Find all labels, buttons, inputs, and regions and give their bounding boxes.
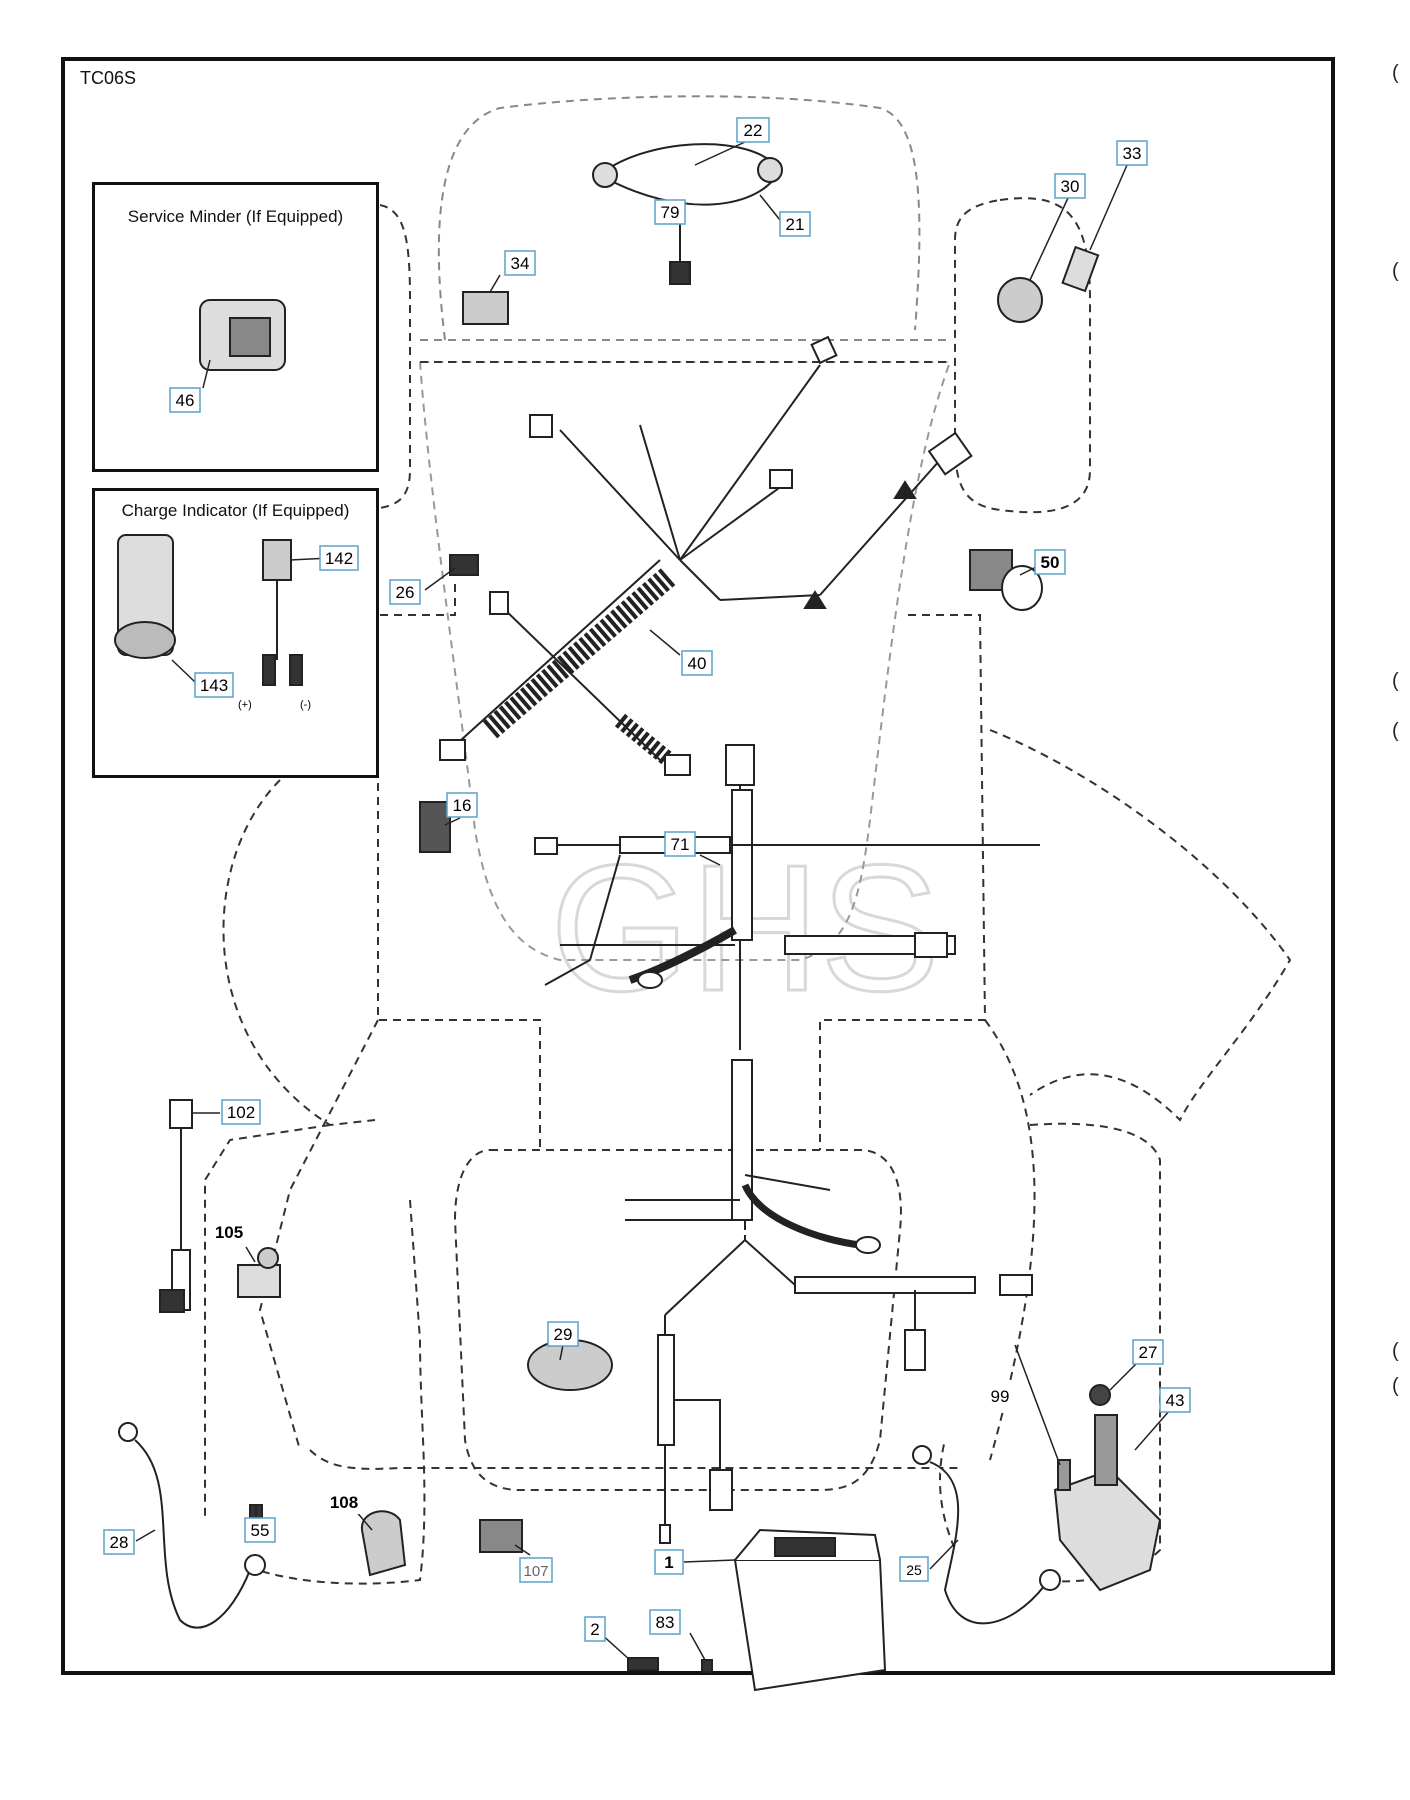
part-label-50: 50 <box>1034 549 1066 575</box>
cropped-glyph: ( <box>1392 720 1399 742</box>
part-label-26: 26 <box>389 579 421 605</box>
svg-text:27: 27 <box>1139 1343 1158 1362</box>
part-label-83: 83 <box>649 1609 681 1635</box>
part-label-46: 46 <box>169 387 201 413</box>
svg-text:1: 1 <box>664 1553 673 1572</box>
svg-text:16: 16 <box>453 796 472 815</box>
part-label-105: 105 <box>210 1220 248 1244</box>
part-label-34: 34 <box>504 250 536 276</box>
svg-text:107: 107 <box>523 1563 548 1580</box>
svg-text:71: 71 <box>671 835 690 854</box>
svg-text:105: 105 <box>215 1223 243 1242</box>
part-labels: 22 79 21 30 33 34 46 142 143 26 40 50 71… <box>103 117 1191 1642</box>
diagram-frame <box>61 57 1335 1675</box>
svg-text:26: 26 <box>396 583 415 602</box>
svg-text:25: 25 <box>906 1562 922 1578</box>
part-label-27: 27 <box>1132 1339 1164 1365</box>
part-label-99: 99 <box>985 1384 1015 1408</box>
part-label-40: 40 <box>681 650 713 676</box>
svg-text:102: 102 <box>227 1103 255 1122</box>
part-label-30: 30 <box>1054 173 1086 199</box>
cropped-glyph: ( <box>1392 670 1399 692</box>
part-label-142: 142 <box>319 545 359 571</box>
charge-indicator-inset: Charge Indicator (If Equipped) <box>92 488 379 778</box>
svg-text:143: 143 <box>200 676 228 695</box>
part-label-1: 1 <box>654 1549 684 1575</box>
part-label-2: 2 <box>584 1616 606 1642</box>
part-label-16: 16 <box>446 792 478 818</box>
main-wiring-harness <box>439 335 973 776</box>
mower-outline <box>204 95 1292 1585</box>
cropped-glyph: ( <box>1392 1375 1399 1397</box>
svg-text:22: 22 <box>744 121 763 140</box>
part-label-21: 21 <box>779 211 811 237</box>
svg-text:28: 28 <box>110 1533 129 1552</box>
svg-text:2: 2 <box>590 1620 599 1639</box>
part-label-143: 143 <box>194 672 234 698</box>
svg-text:46: 46 <box>176 391 195 410</box>
service-minder-title: Service Minder (If Equipped) <box>127 207 344 226</box>
lower-wiring-harness <box>534 744 1040 1544</box>
svg-text:99: 99 <box>991 1387 1010 1406</box>
svg-text:33: 33 <box>1123 144 1142 163</box>
svg-text:142: 142 <box>325 549 353 568</box>
part-label-22: 22 <box>736 117 770 143</box>
part-label-79: 79 <box>654 199 686 225</box>
part-label-108: 108 <box>325 1490 363 1514</box>
svg-text:50: 50 <box>1041 553 1060 572</box>
polarity-plus-label: (+) <box>238 699 252 711</box>
cropped-glyph: ( <box>1392 260 1399 282</box>
part-label-71: 71 <box>664 831 696 857</box>
part-label-102: 102 <box>221 1099 261 1125</box>
svg-text:40: 40 <box>688 654 707 673</box>
part-label-55: 55 <box>244 1517 276 1543</box>
cropped-glyph: ( <box>1392 1340 1399 1362</box>
components <box>114 143 1162 1692</box>
svg-text:21: 21 <box>786 215 805 234</box>
svg-text:79: 79 <box>661 203 680 222</box>
svg-text:29: 29 <box>554 1325 573 1344</box>
svg-text:30: 30 <box>1061 177 1080 196</box>
diagram-code: TC06S <box>80 68 137 88</box>
svg-text:43: 43 <box>1166 1391 1185 1410</box>
service-minder-inset: Service Minder (If Equipped) <box>92 182 379 472</box>
svg-text:108: 108 <box>330 1493 358 1512</box>
part-label-33: 33 <box>1116 140 1148 166</box>
charge-indicator-title: Charge Indicator (If Equipped) <box>121 501 350 520</box>
svg-text:34: 34 <box>511 254 530 273</box>
svg-text:55: 55 <box>251 1521 270 1540</box>
part-label-29: 29 <box>547 1321 579 1347</box>
part-label-25: 25 <box>899 1556 929 1582</box>
part-label-28: 28 <box>103 1529 135 1555</box>
part-label-107: 107 <box>519 1557 553 1583</box>
polarity-minus-label: (-) <box>300 699 311 711</box>
cropped-glyph: ( <box>1392 62 1399 84</box>
svg-text:83: 83 <box>656 1613 675 1632</box>
part-label-43: 43 <box>1159 1387 1191 1413</box>
